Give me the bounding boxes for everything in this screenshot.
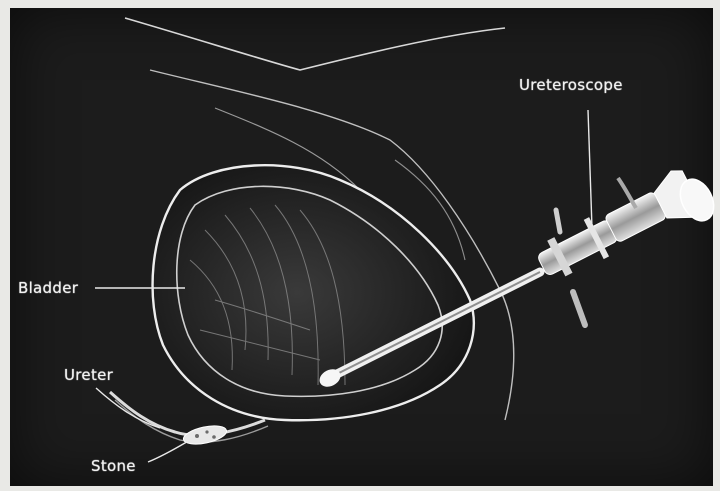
light-cable bbox=[618, 178, 636, 208]
bladder-label: Bladder bbox=[18, 279, 78, 297]
side-port bbox=[556, 210, 560, 232]
stone-leader bbox=[148, 440, 190, 462]
stone bbox=[182, 423, 228, 448]
ureter-label: Ureter bbox=[64, 366, 113, 384]
bladder-outer-wall bbox=[153, 165, 474, 420]
ureteroscope-leader bbox=[588, 110, 592, 228]
ureteroscope-label: Ureteroscope bbox=[519, 76, 623, 94]
side-port-lower bbox=[573, 292, 585, 325]
ureteroscope-body bbox=[530, 166, 703, 289]
stone-label: Stone bbox=[91, 457, 136, 475]
pelvic-contour bbox=[125, 18, 505, 70]
